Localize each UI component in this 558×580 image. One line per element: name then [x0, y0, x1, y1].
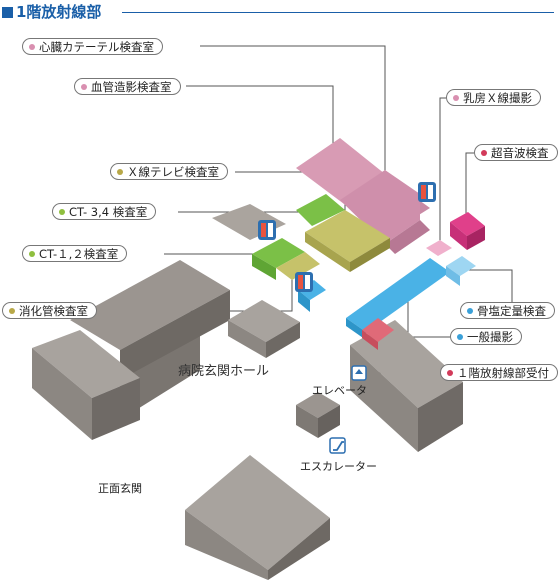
room-ultrasound-side: [467, 226, 485, 250]
pink-dot-icon: [29, 44, 35, 50]
room-xtv-face: [305, 232, 350, 272]
restroom-icon: [258, 220, 276, 240]
restroom-icon: [418, 182, 436, 202]
green-dot-icon: [29, 251, 35, 257]
block-bottom-side: [268, 518, 330, 580]
block-left-face: [32, 348, 92, 440]
block-center-face: [228, 320, 266, 358]
block-center-top: [228, 300, 300, 342]
label-general-radiography[interactable]: 一般撮影: [450, 328, 522, 345]
room-bone-top: [446, 256, 476, 276]
room-ultrasound-top: [450, 212, 485, 236]
pink-rooms: [296, 138, 485, 256]
room-ct12-top: [252, 238, 305, 268]
label-mammography[interactable]: 乳房Ｘ線撮影: [446, 89, 541, 106]
block-back-center: [70, 260, 230, 350]
room-angiography: [340, 170, 420, 244]
block-elevator-core-face: [296, 405, 318, 438]
restroom-icon: [295, 272, 313, 292]
block-back-center-side: [120, 290, 230, 380]
escalator-label: エスカレーター: [300, 460, 377, 473]
room-reception-face: [362, 330, 378, 350]
label-radiology-reception[interactable]: １階放射線部受付: [440, 364, 558, 381]
green-dot-icon: [59, 209, 65, 215]
room-ultrasound-face: [450, 222, 467, 250]
main-entrance-label: 正面玄関: [98, 482, 142, 495]
room-ct12-face: [252, 254, 276, 280]
page-header: 1階放射線部: [2, 2, 554, 24]
room-xtv-top: [305, 210, 390, 262]
room-xtv-side: [350, 238, 390, 272]
hospital-entrance-hall: 病院玄関ホール: [178, 364, 270, 379]
room-ct34-top: [296, 194, 345, 226]
block-right-side: [418, 382, 463, 452]
page-title: 1階放射線部: [16, 3, 102, 21]
room-bone-face: [446, 266, 460, 286]
block-right-top: [350, 320, 463, 408]
gray-blocks: [32, 204, 463, 580]
title-rule: [122, 12, 554, 13]
label-angiography-room[interactable]: 血管造影検査室: [74, 78, 181, 95]
label-xray-tv-room[interactable]: Ｘ線テレビ検査室: [110, 163, 228, 180]
room-blue-small-face: [298, 290, 310, 312]
green-rooms: [252, 194, 390, 280]
pink-dot-icon: [81, 84, 87, 90]
escalator-icon: [329, 437, 346, 454]
pink-dot-icon: [453, 95, 459, 101]
blue-rooms: [298, 256, 476, 350]
title-marker-icon: [2, 7, 13, 18]
label-ct-34-room[interactable]: CT- 3,4 検査室: [52, 203, 157, 220]
elevator-icon: [351, 365, 367, 381]
room-angiography-face: [385, 220, 430, 254]
label-bone-density[interactable]: 骨塩定量検査: [460, 302, 555, 319]
olive-dot-icon: [117, 169, 123, 175]
block-elevator-core-side: [318, 405, 340, 438]
room-general-top: [346, 258, 450, 332]
block-right-face: [350, 345, 418, 452]
elevator-label: エレベータ: [312, 384, 367, 397]
label-ultrasound[interactable]: 超音波検査: [474, 144, 558, 161]
block-left-top: [32, 330, 140, 398]
block-bottom-top: [185, 455, 330, 570]
red-dot-icon: [447, 370, 453, 376]
room-general-face: [346, 318, 366, 340]
room-gi-top: [276, 252, 320, 280]
block-bottom-face: [185, 510, 268, 580]
label-ct-12-room[interactable]: CT-１,２検査室: [22, 245, 128, 262]
red-dot-icon: [481, 150, 487, 156]
blue-dot-icon: [457, 334, 463, 340]
label-gi-exam-room[interactable]: 消化管検査室: [2, 302, 97, 319]
block-center-side: [266, 322, 300, 358]
block-left-side: [92, 378, 140, 440]
olive-dot-icon: [9, 308, 15, 314]
room-mammography: [426, 240, 452, 256]
blue-dot-icon: [467, 308, 473, 314]
label-cardiac-cath-room[interactable]: 心臓カテーテル検査室: [22, 38, 163, 55]
